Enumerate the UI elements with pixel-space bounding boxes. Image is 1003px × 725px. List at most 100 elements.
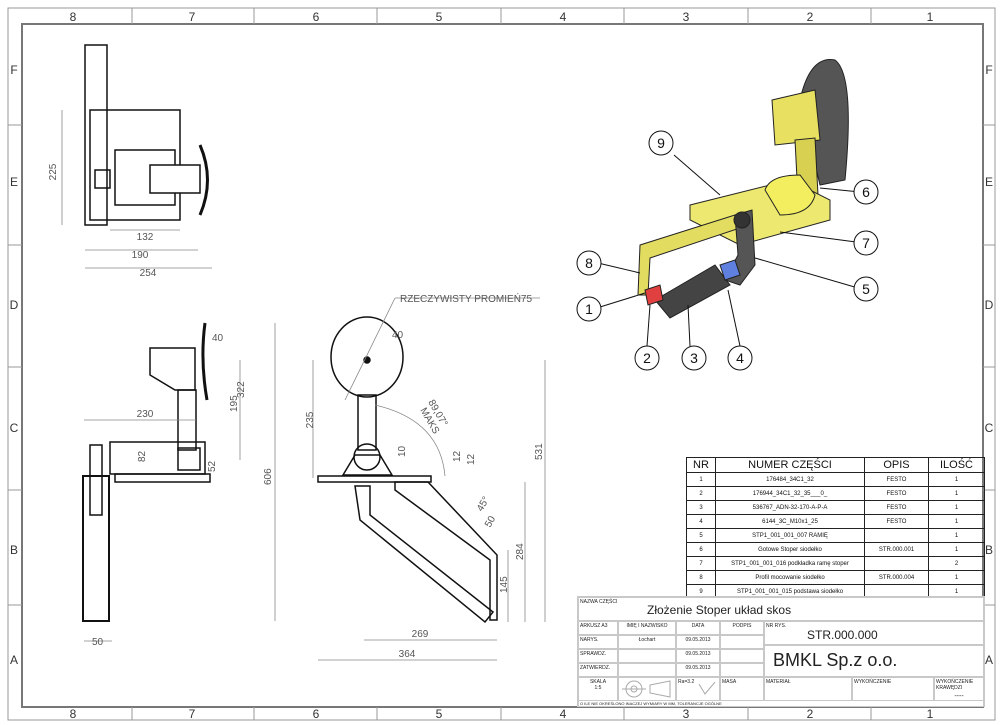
bom-header-part: NUMER CZĘŚCI [715,457,865,473]
dimension: 50 [483,514,498,530]
column-label: 4 [560,10,567,24]
bom-cell: FESTO [864,472,929,487]
balloon-label: 4 [736,350,744,366]
row-label: F [10,63,17,77]
edge-finish-label: WYKOŃCZENIE KRAWĘDZI [936,679,974,691]
bom-cell: 1 [928,486,985,501]
row-label: A [10,653,18,667]
col-label: IMIĘ I NAZWISKO [619,622,675,634]
col-label: PODPIS [721,622,763,634]
dimension: 254 [140,268,157,279]
row-label: D [10,298,19,312]
row-label: F [985,63,992,77]
bom-header: NR NUMER CZĘŚCI OPIS ILOŚĆ [686,457,985,473]
bom-cell: 1 [686,472,716,487]
dimension: 364 [399,649,416,660]
bom-cell: 2 [928,556,985,571]
dimension: 195 [229,395,240,412]
bom-cell: 4 [686,514,716,529]
row-label: C [985,421,994,435]
part-name: Złożenie Stoper układ skos [647,603,792,617]
column-label: 8 [70,10,77,24]
scale-label: SKALA [589,679,607,685]
roughness-value: Ra=3.2 [678,679,695,685]
front-note: RZECZYWISTY PROMIEŃ75 [400,292,532,305]
bom-cell: STR.000.001 [864,542,929,557]
col-label: DATA [677,622,719,634]
date: 09.05.2013 [677,664,719,676]
bom-cell: FESTO [864,486,929,501]
projection-symbol-icon [619,678,675,700]
row-label: C [10,421,19,435]
dimension: 10 [397,445,408,457]
bom-cell [864,528,929,543]
roughness-symbol-icon [698,682,716,695]
dimension: 190 [132,250,149,261]
bom-cell: 176484_34C1_32 [715,472,865,487]
balloon-label: 1 [585,301,593,317]
dimension: 322 [236,381,247,398]
dimension: 531 [534,443,545,460]
column-label: 3 [683,707,690,721]
row-label: A [985,653,993,667]
bom-cell: STR.000.004 [864,570,929,585]
balloon-label: 6 [862,184,870,200]
row-label: E [985,175,993,189]
bom-cell: 1 [928,570,985,585]
dimension: 132 [137,232,154,243]
dimension: 284 [515,543,526,560]
dimension: 12 [452,450,463,462]
bom-cell: 176944_34C1_32_35___0_ [715,486,865,501]
column-label: 6 [313,10,320,24]
row-label: E [10,175,18,189]
bom-cell: 536767_ADN-32-170-A-P-A [715,500,865,515]
side-view [82,322,211,622]
dimension: 40 [392,330,404,341]
balloon-label: 2 [643,350,651,366]
bom-cell: Profil mocowanie siodełko [715,570,865,585]
bom-cell: 1 [928,542,985,557]
bom-cell [864,556,929,571]
company-name: BMKL Sp.z o.o. [765,646,983,676]
bom-cell: STP1_001_001_007 RAMIĘ [715,528,865,543]
bom-cell: 3 [686,500,716,515]
row-label: D [985,298,994,312]
dimension: 82 [137,450,148,462]
material-label: MATERIAŁ [765,678,851,700]
front-view [317,316,498,624]
bom-cell: FESTO [864,500,929,515]
bom-header-desc: OPIS [864,457,929,473]
top-view [84,44,209,226]
sheet-format: ARKUSZ A3 [579,622,617,634]
bom-cell: 8 [686,570,716,585]
column-label: 5 [436,10,443,24]
balloon-label: 3 [690,350,698,366]
dimension: 52 [207,460,218,472]
bom-cell: STP1_001_001_016 podkładka ramę stoper [715,556,865,571]
bom-cell: 1 [928,514,985,529]
bom-cell: 2 [686,486,716,501]
drawing-number: STR.000.000 [807,628,878,642]
dimension: 145 [499,576,510,593]
row-label: SPRAWDZ. [579,650,617,662]
drawing-number-label: NR RYS. [766,623,787,629]
drawn-by: Łochart [619,636,675,648]
tolerance-note: O ILE NIE OKREŚLONO INACZEJ WYMIARY W MM… [579,701,983,706]
finish-label: WYKOŃCZENIE [853,678,933,700]
row-label: B [10,543,18,557]
date: 09.05.2013 [677,650,719,662]
edge-finish-value: ---- [954,693,964,700]
scale-value: 1:5 [594,685,602,691]
balloons [576,130,879,371]
column-label: 6 [313,707,320,721]
